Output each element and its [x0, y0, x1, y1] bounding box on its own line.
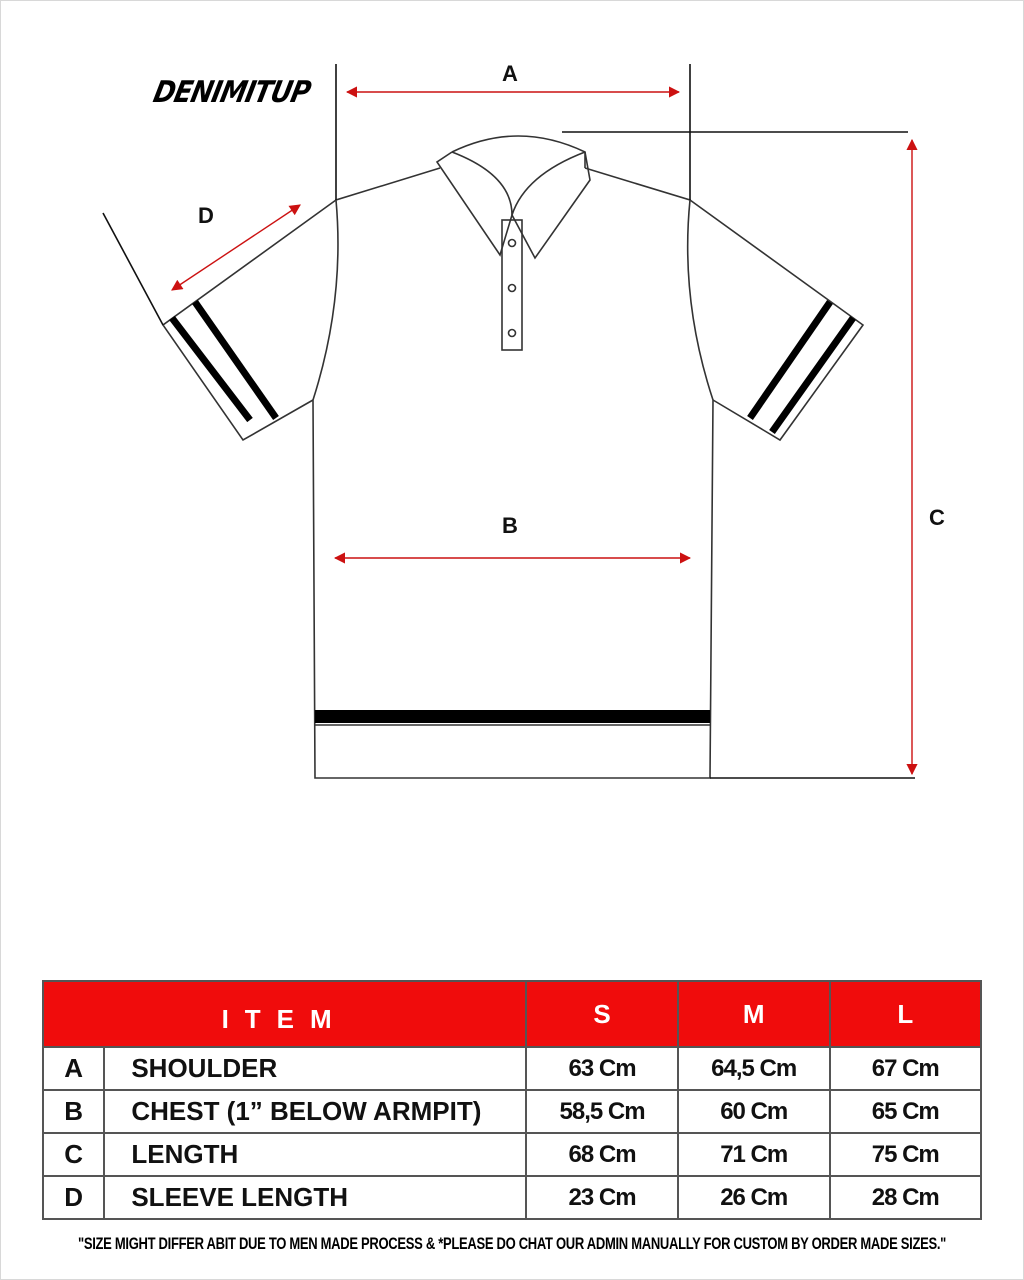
value-s: 58,5 Cm: [525, 1089, 679, 1134]
row-name: CHEST (1” BELOW ARMPIT): [103, 1089, 528, 1134]
table-row: B CHEST (1” BELOW ARMPIT) 58,5 Cm 60 Cm …: [41, 1089, 983, 1134]
label-d: D: [198, 203, 214, 228]
table-row: C LENGTH 68 Cm 71 Cm 75 Cm: [41, 1132, 983, 1177]
row-code: A: [41, 1046, 106, 1091]
table-row: A SHOULDER 63 Cm 64,5 Cm 67 Cm: [41, 1046, 983, 1091]
sleeve-stripe: [169, 315, 253, 423]
sleeve-stripe: [192, 299, 279, 421]
sleeve-stripe: [769, 315, 856, 435]
value-m: 71 Cm: [676, 1132, 831, 1177]
hem-stripe: [315, 710, 710, 723]
shirt-diagram: [102, 64, 918, 779]
value-l: 28 Cm: [828, 1175, 983, 1220]
label-c: C: [929, 505, 945, 530]
table-header: ITEM S M L: [41, 980, 983, 1048]
header-item: ITEM: [41, 980, 528, 1048]
header-size-s: S: [525, 980, 679, 1048]
value-l: 67 Cm: [828, 1046, 983, 1091]
value-s: 23 Cm: [525, 1175, 679, 1220]
value-l: 75 Cm: [828, 1132, 983, 1177]
row-name: LENGTH: [103, 1132, 528, 1177]
value-m: 26 Cm: [676, 1175, 831, 1220]
row-code: C: [41, 1132, 106, 1177]
label-a: A: [502, 61, 518, 86]
row-code: D: [41, 1175, 106, 1220]
value-l: 65 Cm: [828, 1089, 983, 1134]
value-m: 64,5 Cm: [676, 1046, 831, 1091]
size-table: ITEM S M L A SHOULDER 63 Cm 64,5 Cm 67 C…: [41, 980, 983, 1220]
row-code: B: [41, 1089, 106, 1134]
stripes: [169, 299, 856, 723]
footnote: "SIZE MIGHT DIFFER ABIT DUE TO MEN MADE …: [77, 1234, 947, 1253]
measure-guides: [102, 64, 915, 779]
sleeve-stripe: [747, 300, 833, 420]
arrow-d: [171, 204, 301, 291]
header-size-l: L: [828, 980, 983, 1048]
value-m: 60 Cm: [676, 1089, 831, 1134]
measure-arrows: [171, 86, 918, 776]
value-s: 63 Cm: [525, 1046, 679, 1091]
header-size-m: M: [676, 980, 831, 1048]
row-name: SHOULDER: [103, 1046, 528, 1091]
value-s: 68 Cm: [525, 1132, 679, 1177]
shirt-outline: [161, 135, 865, 779]
label-b: B: [502, 513, 518, 538]
table-row: D SLEEVE LENGTH 23 Cm 26 Cm 28 Cm: [41, 1175, 983, 1220]
row-name: SLEEVE LENGTH: [103, 1175, 528, 1220]
